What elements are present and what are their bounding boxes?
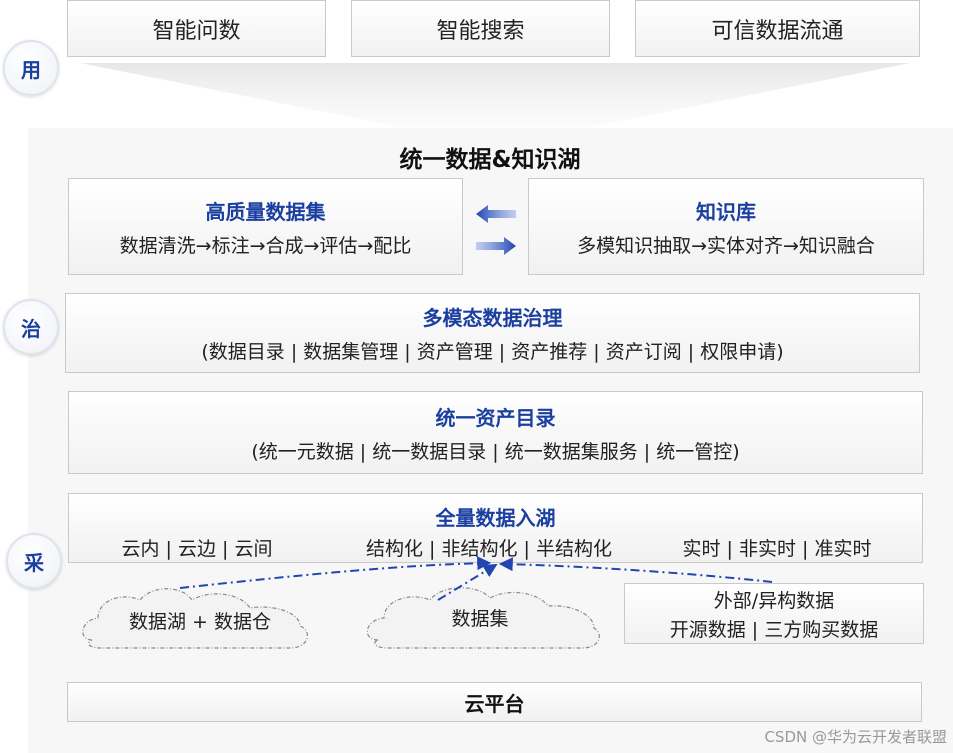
knowledge-box: 知识库 多模知识抽取→实体对齐→知识融合 bbox=[528, 178, 924, 275]
arrow-center-cloud bbox=[437, 563, 498, 601]
badge-govern: 治 bbox=[3, 299, 59, 355]
lake-title: 统一数据&知识湖 bbox=[399, 147, 581, 173]
dataset-title: 高质量数据集 bbox=[205, 199, 326, 224]
funnel-shade bbox=[80, 63, 910, 129]
dataset-flow: 数据清洗→标注→合成→评估→配比 bbox=[119, 234, 412, 257]
knowledge-flow: 多模知识抽取→实体对齐→知识融合 bbox=[577, 234, 875, 257]
catalog-items: (统一元数据 | 统一数据目录 | 统一数据集服务 | 统一管控) bbox=[251, 440, 740, 463]
arrow-left-cloud bbox=[179, 556, 492, 589]
bidirectional-arrows-icon bbox=[476, 205, 516, 255]
cloud-shape-dataset bbox=[366, 587, 600, 649]
knowledge-title: 知识库 bbox=[696, 199, 756, 224]
ingest-title: 全量数据入湖 bbox=[435, 506, 556, 530]
app-box-smart-qa: 智能问数 bbox=[67, 0, 326, 57]
external-data-box: 外部/异构数据 开源数据 | 三方购买数据 bbox=[624, 583, 924, 644]
ingest-location: 云内 | 云边 | 云间 bbox=[121, 538, 273, 560]
governance-items: (数据目录 | 数据集管理 | 资产管理 | 资产推荐 | 资产订阅 | 权限申… bbox=[201, 341, 784, 363]
cloud-shape-lake-warehouse bbox=[82, 588, 308, 649]
external-data-line2: 开源数据 | 三方购买数据 bbox=[669, 618, 879, 641]
governance-box: 多模态数据治理 (数据目录 | 数据集管理 | 资产管理 | 资产推荐 | 资产… bbox=[65, 293, 920, 373]
cloud-platform-title: 云平台 bbox=[464, 691, 525, 716]
ingest-structure: 结构化 | 非结构化 | 半结构化 bbox=[366, 538, 612, 560]
app-box-trusted-circulation: 可信数据流通 bbox=[635, 0, 920, 57]
cloud-label-lake-warehouse: 数据湖 + 数据仓 bbox=[129, 611, 271, 633]
arrow-right-box bbox=[498, 557, 773, 583]
app-label-trusted-circulation: 可信数据流通 bbox=[711, 18, 844, 44]
cloud-platform-box: 云平台 bbox=[67, 682, 922, 722]
watermark: CSDN @华为云开发者联盟 bbox=[764, 728, 947, 746]
badge-use: 用 bbox=[3, 40, 59, 96]
app-box-smart-search: 智能搜索 bbox=[351, 0, 610, 57]
cloud-label-dataset: 数据集 bbox=[451, 608, 509, 630]
dataset-box: 高质量数据集 数据清洗→标注→合成→评估→配比 bbox=[68, 178, 463, 275]
ingest-box: 全量数据入湖 云内 | 云边 | 云间 结构化 | 非结构化 | 半结构化 实时… bbox=[68, 493, 923, 563]
ingest-timeliness: 实时 | 非实时 | 准实时 bbox=[682, 538, 872, 560]
app-label-smart-qa: 智能问数 bbox=[152, 18, 241, 44]
external-data-line1: 外部/异构数据 bbox=[713, 589, 835, 612]
governance-title: 多模态数据治理 bbox=[422, 306, 563, 330]
catalog-box: 统一资产目录 (统一元数据 | 统一数据目录 | 统一数据集服务 | 统一管控) bbox=[68, 391, 923, 474]
catalog-title: 统一资产目录 bbox=[435, 405, 556, 430]
app-label-smart-search: 智能搜索 bbox=[436, 18, 525, 44]
badge-collect: 采 bbox=[6, 533, 62, 589]
